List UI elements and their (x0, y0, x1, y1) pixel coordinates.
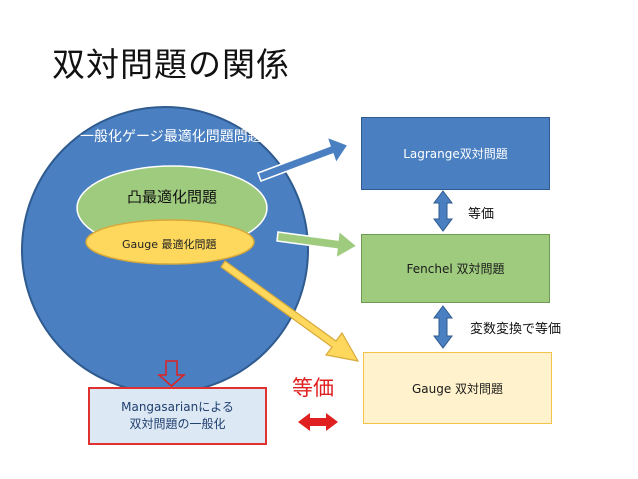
lagrange-dual-box: Lagrange双対問題 (361, 117, 550, 190)
arrow-to-lagrange (257, 135, 350, 182)
double-arrow-fenchel-gauge (433, 305, 453, 349)
gauge-dual-box: Gauge 双対問題 (363, 352, 552, 424)
convex-label: 凸最適化問題 (127, 188, 218, 206)
gauge-opt-label: Gauge 最適化問題 (122, 238, 217, 251)
general-gauge-label: 一般化ゲージ最適化問題問題 (80, 129, 262, 145)
double-arrow-mangasarian-gauge (298, 413, 338, 431)
relation-mangasarian-gauge: 等価 (292, 376, 334, 400)
fenchel-dual-box: Fenchel 双対問題 (361, 234, 550, 303)
relation-lagrange-fenchel: 等価 (468, 207, 495, 222)
arrow-to-mangasarian (157, 360, 186, 387)
relation-fenchel-gauge: 変数変換で等価 (470, 322, 562, 337)
page-title: 双対問題の関係 (52, 45, 290, 84)
gauge-opt-region (85, 219, 255, 265)
mangasarian-box: Mangasarianによる 双対問題の一般化 (88, 387, 267, 445)
arrow-to-fenchel (276, 229, 359, 260)
arrow-to-gauge-dual (220, 260, 360, 362)
mangasarian-line1: Mangasarianによる (121, 400, 234, 414)
double-arrow-lagrange-fenchel (433, 190, 453, 232)
fenchel-dual-label: Fenchel 双対問題 (406, 262, 505, 276)
gauge-dual-label: Gauge 双対問題 (411, 381, 504, 396)
mangasarian-line2: 双対問題の一般化 (129, 417, 226, 431)
lagrange-dual-label: Lagrange双対問題 (403, 147, 508, 161)
